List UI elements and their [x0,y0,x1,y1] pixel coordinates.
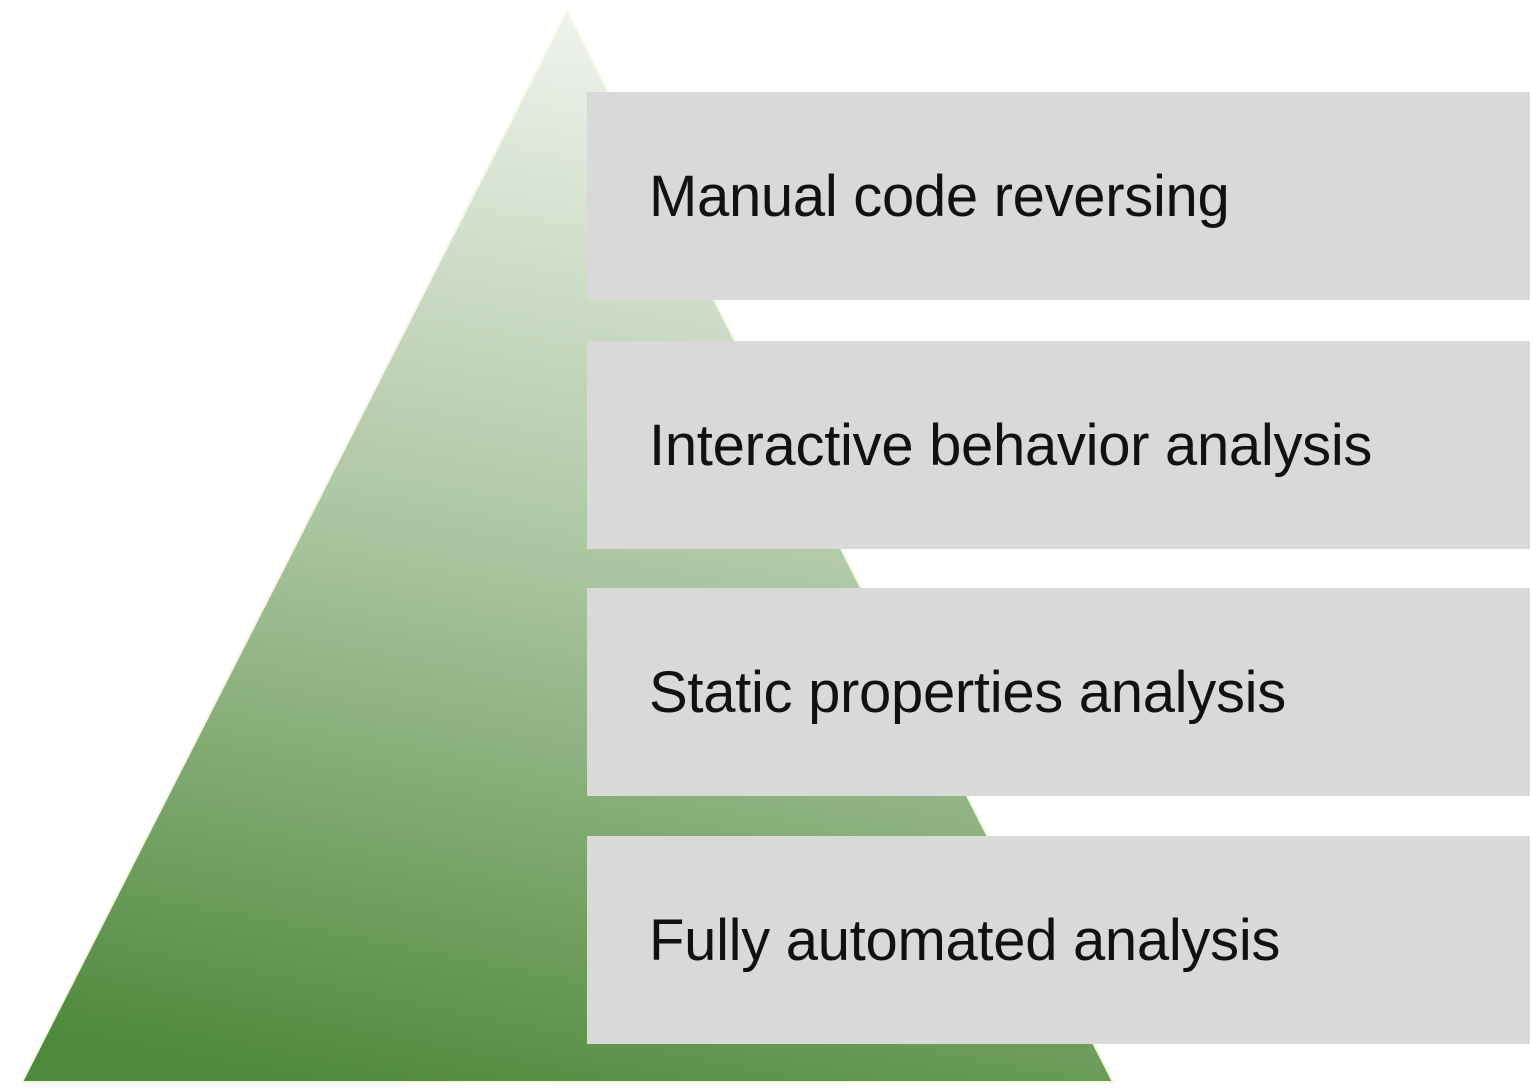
level-label: Interactive behavior analysis [649,412,1373,478]
pyramid-level-interactive-behavior-analysis: Interactive behavior analysis [587,341,1530,549]
pyramid-level-fully-automated-analysis: Fully automated analysis [587,836,1530,1044]
level-label: Manual code reversing [649,163,1230,229]
pyramid-level-manual-code-reversing: Manual code reversing [587,92,1530,300]
level-label: Static properties analysis [649,659,1286,725]
level-label: Fully automated analysis [649,907,1281,973]
pyramid-level-static-properties-analysis: Static properties analysis [587,588,1530,796]
